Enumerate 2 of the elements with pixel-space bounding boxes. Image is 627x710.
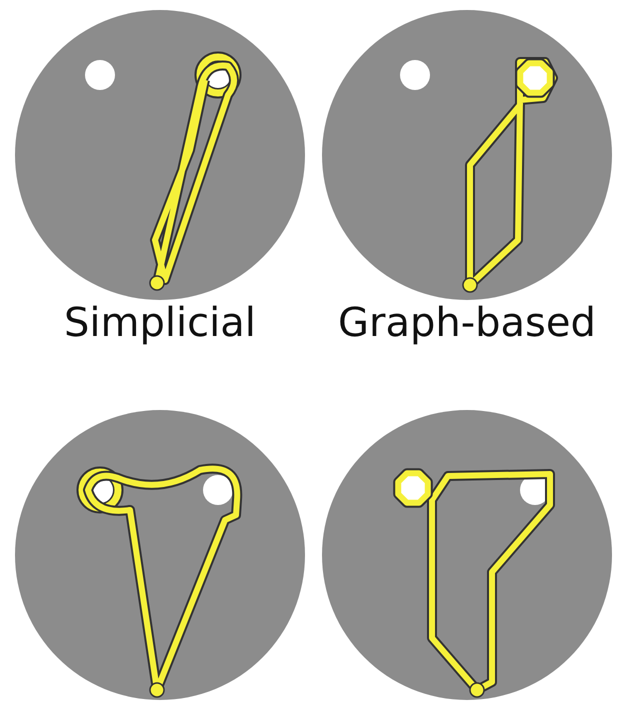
method-label: Graph-based — [338, 300, 596, 346]
method-label: Simplicial — [64, 300, 256, 346]
